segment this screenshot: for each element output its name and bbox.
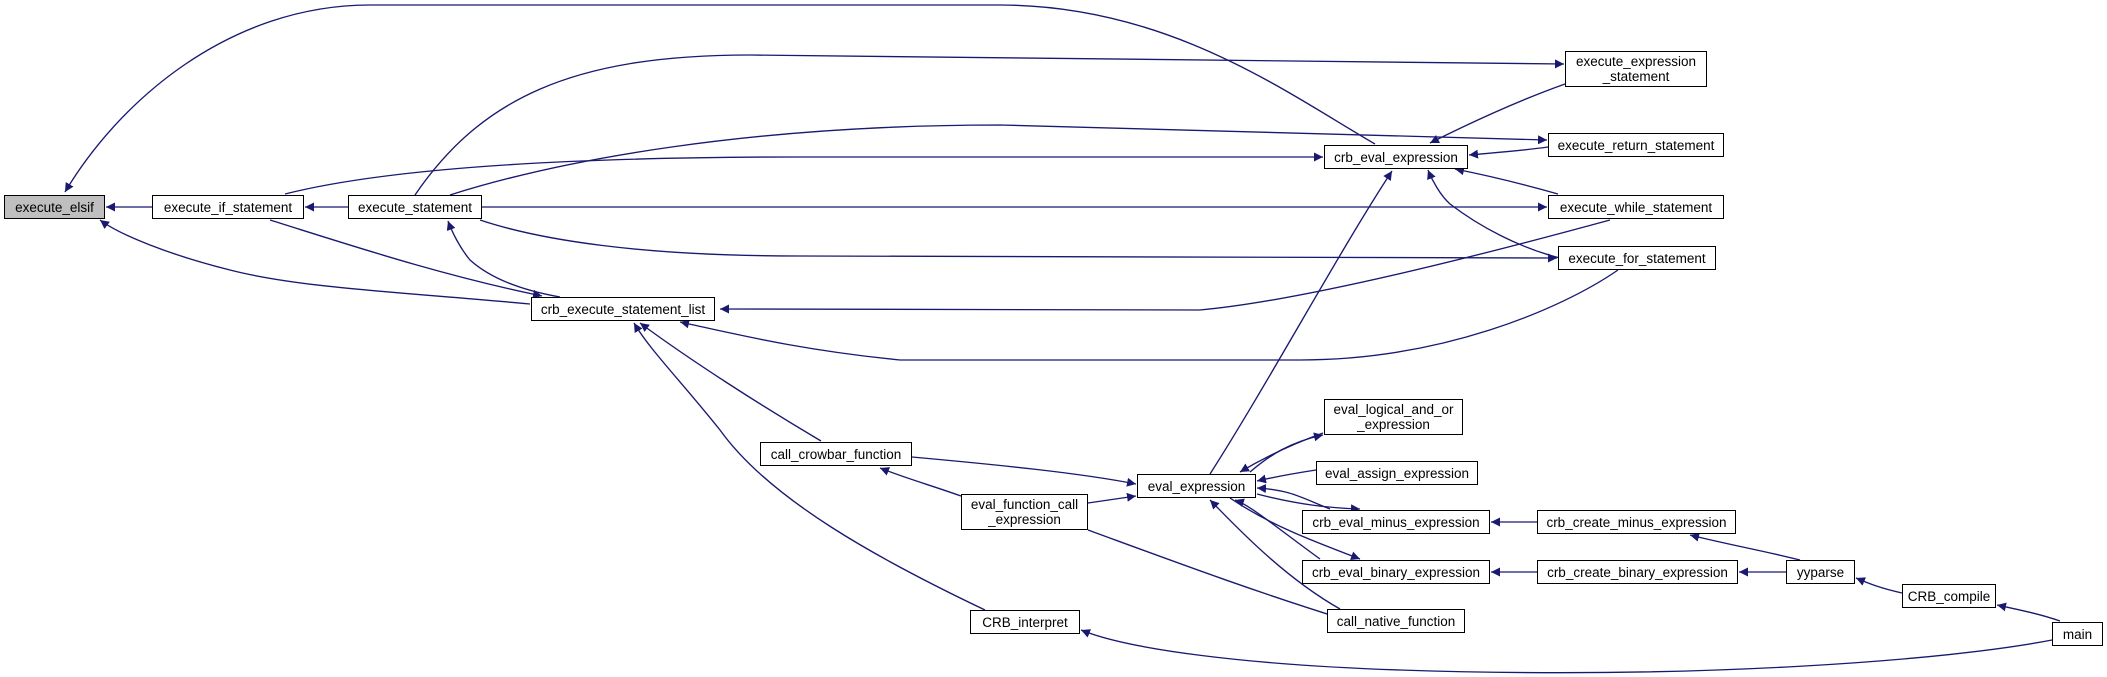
node-execute-expression-statement[interactable]: execute_expression _statement [1565, 51, 1707, 87]
node-label: execute_elsif [15, 199, 94, 215]
node-eval-assign-expression[interactable]: eval_assign_expression [1316, 461, 1478, 485]
node-label: crb_execute_statement_list [540, 301, 706, 317]
edge-execute_while_statement-to-crb_execute_statement_list [719, 219, 1611, 314]
node-eval-logical-and-or-expression[interactable]: eval_logical_and_or _expression [1324, 399, 1463, 435]
node-main[interactable]: main [2052, 622, 2103, 646]
node-label: eval_assign_expression [1324, 465, 1470, 481]
edge-call_crowbar_function-to-crb_execute_statement_list [639, 322, 822, 442]
node-crb-eval-minus-expression[interactable]: crb_eval_minus_expression [1302, 510, 1490, 534]
node-eval-expression[interactable]: eval_expression [1137, 474, 1256, 498]
node-label: call_native_function [1336, 613, 1456, 629]
edge-eval_function_call_expression-to-call_native_function [1087, 529, 1341, 620]
node-label: CRB_compile [1907, 588, 1991, 604]
node-crb-create-minus-expression[interactable]: crb_create_minus_expression [1537, 510, 1736, 534]
edge-execute_statement-to-execute_return_statement [449, 124, 1548, 196]
node-label: execute_while_statement [1559, 199, 1713, 215]
edge-CRB_compile-to-yyparse [1855, 577, 1903, 594]
edge-call_native_function-to-eval_expression [1209, 499, 1341, 610]
node-call-native-function[interactable]: call_native_function [1327, 609, 1465, 633]
edge-execute_statement-to-execute_for_statement [479, 219, 1558, 263]
node-crb-execute-statement-list[interactable]: crb_execute_statement_list [531, 297, 715, 321]
edge-eval_expression-to-crb_eval_expression [1209, 170, 1393, 475]
node-label: CRB_interpret [982, 614, 1068, 630]
edge-eval_expression-to-crb_eval_binary_expression [1229, 497, 1361, 561]
edge-execute_if_statement-to-crb_execute_statement_list [269, 219, 543, 299]
node-label: execute_expression _statement [1575, 54, 1697, 84]
edge-eval_function_call_expression-to-eval_expression [1087, 492, 1137, 504]
node-label: eval_logical_and_or _expression [1333, 402, 1454, 432]
edge-crb_execute_statement_list-to-execute_statement [446, 220, 561, 298]
node-label: crb_eval_minus_expression [1312, 514, 1480, 530]
edge-execute_for_statement-to-crb_execute_statement_list [679, 269, 1619, 361]
node-label: yyparse [1796, 564, 1845, 580]
node-execute-elsif: execute_elsif [4, 195, 105, 219]
node-crb-compile[interactable]: CRB_compile [1902, 584, 1996, 608]
node-crb-eval-binary-expression[interactable]: crb_eval_binary_expression [1302, 560, 1490, 584]
node-label: main [2062, 626, 2093, 642]
node-yyparse[interactable]: yyparse [1786, 560, 1855, 584]
edge-execute_statement-to-execute_expression_statement [414, 54, 1565, 196]
edge-eval_logical_and_or_expression-to-eval_expression [1239, 432, 1324, 473]
edge-execute_for_statement-to-crb_eval_expression [1427, 169, 1561, 259]
edge-execute_expression_statement-to-crb_eval_expression [1429, 83, 1566, 144]
node-label: execute_if_statement [163, 199, 293, 215]
edge-eval_function_call_expression-to-call_crowbar_function [879, 467, 962, 497]
edge-eval_expression-to-eval_logical_and_or_expression [1249, 432, 1324, 473]
node-label: crb_create_binary_expression [1547, 564, 1728, 580]
node-label: crb_create_minus_expression [1546, 514, 1727, 530]
node-label: execute_for_statement [1568, 250, 1706, 266]
edge-eval_assign_expression-to-eval_expression [1256, 469, 1317, 484]
node-execute-if-statement[interactable]: execute_if_statement [152, 195, 304, 219]
edge-crb_execute_statement_list-to-execute_elsif [99, 219, 531, 305]
node-execute-while-statement[interactable]: execute_while_statement [1548, 195, 1724, 219]
node-execute-return-statement[interactable]: execute_return_statement [1548, 133, 1724, 157]
node-label: eval_function_call _expression [970, 497, 1079, 527]
node-label: execute_statement [357, 199, 473, 215]
node-crb-eval-expression[interactable]: crb_eval_expression [1324, 145, 1468, 169]
edge-main-to-CRB_compile [1996, 602, 2061, 622]
edge-execute_while_statement-to-crb_eval_expression [1454, 166, 1559, 195]
node-execute-for-statement[interactable]: execute_for_statement [1558, 246, 1716, 270]
node-label: crb_eval_expression [1334, 149, 1458, 165]
edge-layer [64, 4, 2061, 674]
node-execute-statement[interactable]: execute_statement [348, 195, 482, 219]
node-label: eval_expression [1147, 478, 1246, 494]
edge-execute_if_statement-to-crb_eval_expression [284, 152, 1323, 195]
node-crb-create-binary-expression[interactable]: crb_create_binary_expression [1537, 560, 1738, 584]
node-eval-function-call-expression[interactable]: eval_function_call _expression [961, 494, 1088, 530]
edge-CRB_interpret-to-crb_execute_statement_list [633, 322, 986, 611]
node-call-crowbar-function[interactable]: call_crowbar_function [760, 442, 912, 466]
node-label: call_crowbar_function [770, 446, 902, 462]
edge-crb_eval_expression-to-execute_elsif [64, 4, 1376, 193]
edge-execute_return_statement-to-crb_eval_expression [1468, 146, 1549, 159]
edge-main-to-CRB_interpret [1080, 629, 2053, 674]
edge-eval_expression-to-crb_eval_minus_expression [1256, 493, 1361, 514]
node-label: execute_return_statement [1557, 137, 1715, 153]
edge-yyparse-to-crb_create_minus_expression [1689, 532, 1801, 561]
node-crb-interpret[interactable]: CRB_interpret [970, 610, 1080, 634]
edge-call_crowbar_function-to-eval_expression [911, 456, 1137, 487]
node-label: crb_eval_binary_expression [1311, 564, 1481, 580]
